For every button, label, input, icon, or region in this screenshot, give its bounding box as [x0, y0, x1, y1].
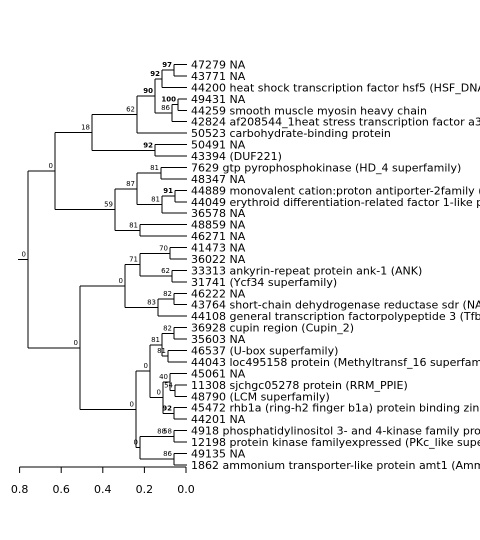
bootstrap-label: 81: [129, 221, 138, 229]
leaf-label: 36022 NA: [191, 253, 246, 266]
leaf-label: 44108 general transcription factorpolype…: [191, 310, 480, 323]
bootstrap-label: 81: [150, 164, 159, 172]
bootstrap-label: 83: [147, 299, 156, 307]
axis-tick-label: 0.6: [52, 483, 70, 496]
leaf-label: 12198 protein kinase familyexpressed (PK…: [191, 436, 480, 449]
leaf-label: 50523 carbohydrate-binding protein: [191, 127, 391, 140]
leaf-label: 49135 NA: [191, 447, 246, 460]
leaf-label: 31741 (Ycf34 superfamily): [191, 276, 337, 289]
leaf-label: 45061 NA: [191, 367, 246, 380]
leaf-label: 43764 short-chain dehydrogenase reductas…: [191, 299, 480, 312]
bootstrap-label: 0: [130, 400, 134, 408]
leaf-label: 36578 NA: [191, 207, 246, 220]
leaf-label: 11308 sjchgc05278 protein (RRM_PPIE): [191, 379, 408, 392]
bootstrap-label: 70: [159, 244, 168, 252]
tree-branches: [18, 64, 187, 466]
axis-tick-label: 0.0: [177, 483, 195, 496]
bootstrap-label: 0: [134, 439, 138, 447]
bootstrap-label: 92: [162, 404, 172, 412]
bootstrap-label: 100: [161, 96, 176, 104]
leaf-label: 43394 (DUF221): [191, 150, 282, 163]
axis-tick-label: 0.4: [94, 483, 112, 496]
leaf-label: 48347 NA: [191, 173, 246, 186]
bootstrap-label: 0: [49, 162, 53, 170]
bootstrap-label: 0: [119, 277, 123, 285]
leaf-label: 35603 NA: [191, 333, 246, 346]
leaf-label: 47279 NA: [191, 59, 246, 72]
bootstrap-label: 62: [161, 267, 170, 275]
leaf-label: 50491 NA: [191, 139, 246, 152]
bootstrap-label: 86: [161, 104, 170, 112]
bootstrap-label: 54: [164, 382, 173, 390]
axis-tick-label: 0.8: [11, 483, 29, 496]
bootstrap-label: 91: [163, 187, 173, 195]
bootstrap-label: 81: [151, 336, 160, 344]
leaf-label: 46537 (U-box superfamily): [191, 345, 338, 358]
leaf-label: 44259 smooth muscle myosin heavy chain: [191, 104, 427, 117]
bootstrap-label: 71: [129, 256, 138, 264]
bootstrap-label: 40: [159, 373, 168, 381]
bootstrap-label: 86: [163, 450, 172, 458]
bootstrap-label: 58: [163, 427, 172, 435]
bootstrap-labels: 9792100869062921881918187815907062718283…: [22, 61, 177, 458]
leaf-label: 1862 ammonium transporter-like protein a…: [191, 459, 480, 472]
bootstrap-label: 92: [143, 141, 153, 149]
leaf-label: 44200 heat shock transcription factor hs…: [191, 81, 480, 94]
leaf-label: 33313 ankyrin-repeat protein ank-1 (ANK): [191, 264, 422, 277]
leaf-label: 44889 monovalent cation:proton antiporte…: [191, 184, 480, 197]
bootstrap-label: 88: [157, 427, 166, 435]
bootstrap-label: 82: [163, 290, 172, 298]
leaf-label: 45472 rhb1a (ring-h2 finger b1a) protein…: [191, 402, 480, 415]
scale-axis: 0.8 0.6 0.4 0.2 0.0: [11, 466, 195, 496]
leaf-label: 46222 NA: [191, 287, 246, 300]
bootstrap-label: 82: [163, 324, 172, 332]
leaf-label: 36928 cupin region (Cupin_2): [191, 322, 354, 335]
bootstrap-label: 0: [74, 339, 78, 347]
bootstrap-label: 0: [157, 389, 161, 397]
leaf-label: 44049 erythroid differentiation-related …: [191, 196, 480, 209]
leaf-label: 48790 (LCM superfamily): [191, 390, 330, 403]
leaf-label: 48859 NA: [191, 219, 246, 232]
bootstrap-label: 81: [151, 196, 160, 204]
leaf-label: 43771 NA: [191, 70, 246, 83]
leaf-label: 44201 NA: [191, 413, 246, 426]
leaf-label: 41473 NA: [191, 242, 246, 255]
bootstrap-label: 90: [143, 87, 153, 95]
leaf-label: 42824 af208544_1heat stress transcriptio…: [191, 116, 480, 129]
bootstrap-label: 97: [162, 61, 172, 69]
bootstrap-label: 18: [81, 123, 90, 131]
axis-tick-label: 0.2: [136, 483, 154, 496]
bootstrap-label: 0: [22, 250, 26, 258]
bootstrap-label: 87: [126, 180, 135, 188]
bootstrap-label: 92: [150, 70, 160, 78]
leaf-label: 4918 phosphatidylinositol 3- and 4-kinas…: [191, 425, 480, 438]
leaf-label: 7629 gtp pyrophosphokinase (HD_4 superfa…: [191, 161, 461, 174]
leaf-label: 46271 NA: [191, 230, 246, 243]
leaf-label: 49431 NA: [191, 93, 246, 106]
bootstrap-label: 59: [104, 201, 113, 209]
bootstrap-label: 0: [144, 362, 148, 370]
bootstrap-label: 62: [126, 106, 135, 114]
bootstrap-label: 81: [157, 347, 166, 355]
leaf-label: 44043 loc495158 protein (Methyltransf_16…: [191, 356, 480, 369]
